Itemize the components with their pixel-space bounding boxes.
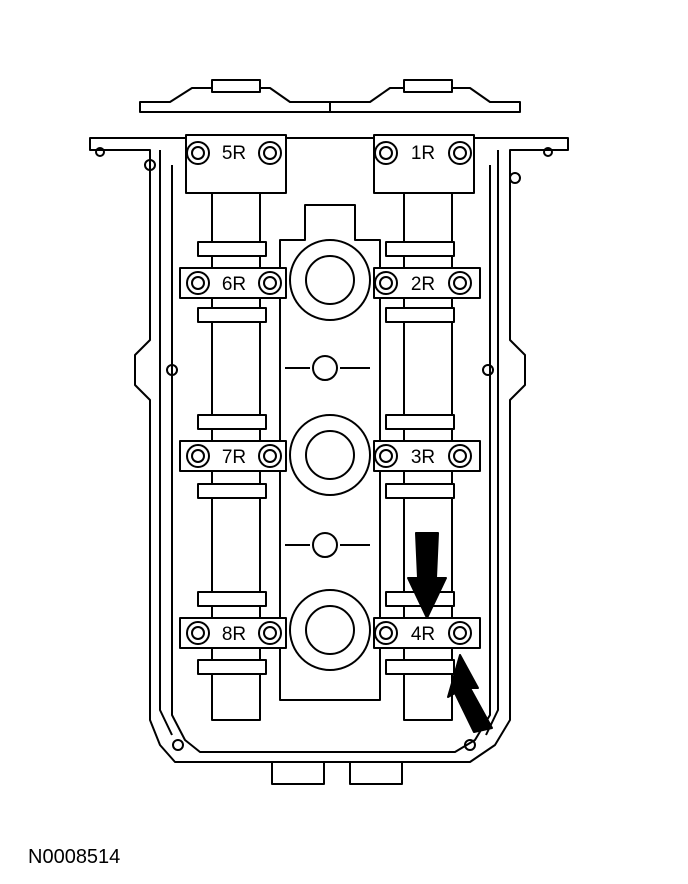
bolt-icon [258, 141, 282, 165]
bolt-icon [186, 141, 210, 165]
bolt-icon [448, 271, 472, 295]
right-cam-nose [403, 79, 453, 93]
mount-hole [95, 147, 105, 157]
bolt-icon [186, 621, 210, 645]
cam-lobes [197, 241, 455, 675]
cap-label-1R: 1R [411, 143, 435, 164]
mount-hole [509, 172, 521, 184]
figure-reference-id: N0008514 [28, 846, 121, 868]
cap-label-7R: 7R [222, 447, 246, 468]
bolt-icon [448, 444, 472, 468]
bolt-icon [186, 444, 210, 468]
mount-hole [464, 739, 476, 751]
bottom-stub-right [349, 761, 403, 785]
mount-hole [172, 739, 184, 751]
cap-bolts [186, 141, 472, 645]
spark-plug-wells [279, 204, 381, 701]
bolt-icon [258, 271, 282, 295]
cap-label-5R: 5R [222, 143, 246, 164]
bottom-stub-left [271, 761, 325, 785]
cap-label-2R: 2R [411, 274, 435, 295]
inner-outline-3 [485, 150, 499, 736]
bolt-icon [186, 271, 210, 295]
bolt-icon [374, 141, 398, 165]
bolt-icon [448, 141, 472, 165]
mount-hole [166, 364, 178, 376]
cap-label-8R: 8R [222, 624, 246, 645]
bolt-icon [374, 444, 398, 468]
inner-outline-2 [159, 150, 173, 736]
bolt-icon [374, 271, 398, 295]
mount-hole [543, 147, 553, 157]
right-cam-flange [329, 87, 521, 113]
bolt-icon [258, 444, 282, 468]
bolt-icon [448, 621, 472, 645]
mount-hole [144, 159, 156, 171]
arrow-icon [407, 532, 447, 619]
cap-label-6R: 6R [222, 274, 246, 295]
cap-label-3R: 3R [411, 447, 435, 468]
mount-hole [482, 364, 494, 376]
bolt-icon [258, 621, 282, 645]
cap-label-4R: 4R [411, 624, 435, 645]
left-cam-nose [211, 79, 261, 93]
arrow-icon [447, 654, 493, 733]
cylinder-head-outline [89, 137, 569, 763]
bolt-icon [374, 621, 398, 645]
